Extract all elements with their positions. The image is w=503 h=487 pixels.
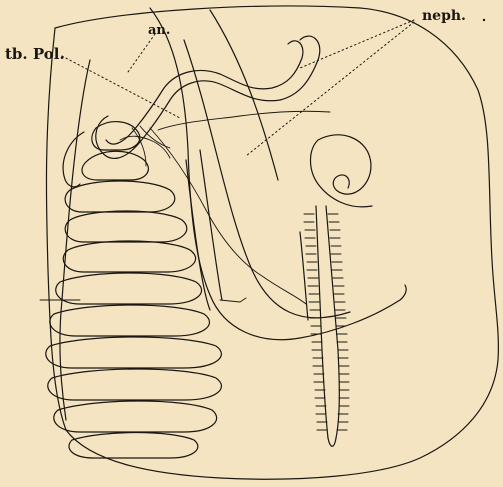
leader-neph-a — [300, 20, 414, 68]
gut-coils — [46, 122, 222, 458]
spine-ribs — [304, 214, 349, 430]
body-outline — [46, 6, 498, 479]
ink-dot — [483, 19, 485, 21]
mantle-outline — [150, 8, 406, 340]
hook-structure — [311, 135, 373, 207]
label-tb-pol: tb. Pol. — [5, 47, 65, 62]
curled-tip — [63, 132, 84, 187]
leader-lines — [62, 20, 414, 156]
upper-coil — [96, 36, 320, 158]
label-an: an. — [148, 24, 170, 37]
leader-tb-pol — [62, 56, 180, 118]
leader-an — [128, 34, 155, 72]
vessels — [40, 111, 330, 304]
label-neph: neph. — [422, 9, 466, 23]
membrane-line-c — [60, 60, 90, 420]
